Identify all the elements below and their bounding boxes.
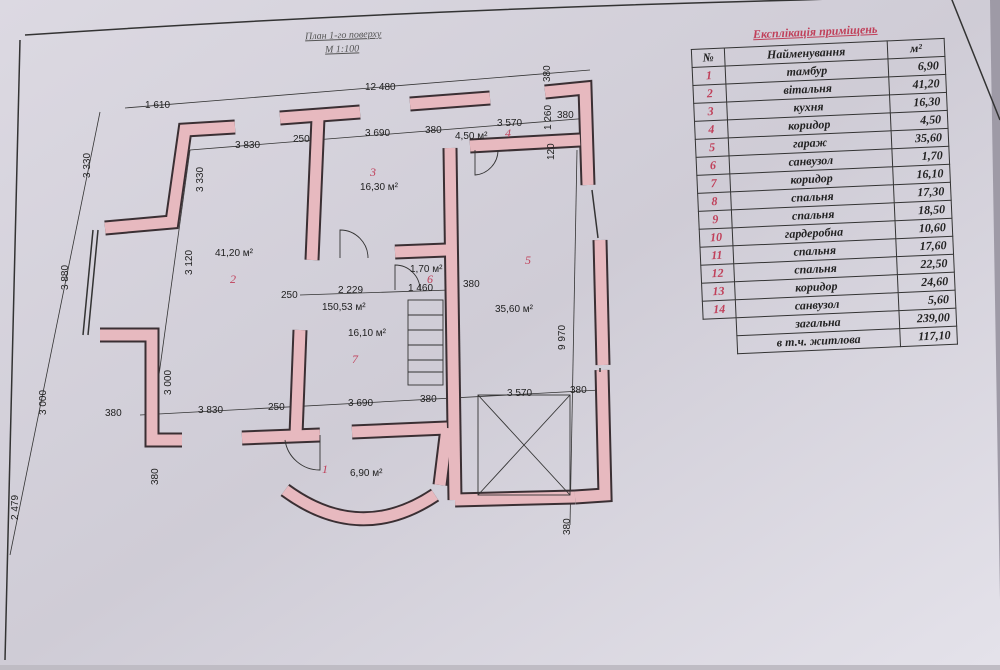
dim-label: 250: [293, 134, 310, 145]
row-number: 10: [699, 227, 733, 248]
dim-label: 3 330: [82, 152, 93, 178]
dim-label: 3 830: [198, 405, 224, 416]
header-num: №: [691, 48, 726, 68]
dim-label: 250: [281, 290, 298, 301]
room-7-area: 16,10 м²: [348, 328, 387, 339]
room-6-number: 6: [427, 272, 433, 286]
dim-label: 380: [105, 408, 122, 419]
dim-label: 9 970: [557, 324, 568, 350]
dim-label: 12 480: [365, 82, 396, 93]
room-1-number: 1: [322, 462, 328, 476]
dim-label: 3 880: [60, 264, 71, 290]
total-area-label: 150,53 м²: [322, 302, 366, 313]
room-6-area: 1,70 м²: [410, 264, 443, 275]
dim-label: 380: [425, 125, 442, 136]
doors-and-fixtures: [284, 149, 571, 496]
room-4-number: 4: [505, 126, 511, 140]
row-number: 11: [699, 245, 734, 266]
row-number: 1: [692, 66, 726, 86]
dim-label: 1 460: [408, 283, 434, 294]
dim-label: 3 690: [348, 398, 374, 409]
dim-label: 2 229: [338, 285, 364, 296]
walls: [82, 79, 613, 527]
dim-label: 3 330: [195, 166, 206, 192]
dim-label: 380: [562, 518, 573, 535]
dim-label: 380: [570, 385, 587, 396]
row-number: 3: [693, 101, 728, 122]
frame-border-left: [4, 39, 21, 661]
dim-label: 250: [268, 402, 285, 413]
room-1-area: 6,90 м²: [350, 468, 383, 479]
dim-label: 380: [150, 468, 161, 485]
dim-label: 3 120: [184, 249, 195, 275]
dim-label: 3 570: [497, 118, 523, 129]
dim-label: 380: [420, 394, 437, 405]
dim-label: 120: [546, 143, 557, 160]
dim-label: 380: [557, 110, 574, 121]
row-number: 2: [692, 83, 727, 104]
row-number: 4: [694, 119, 729, 140]
room-3-number: 3: [370, 165, 376, 179]
dim-label: 1 610: [145, 100, 171, 111]
plan-scale: М 1:100: [324, 43, 360, 56]
row-number: 7: [696, 173, 731, 194]
dim-label: 3 830: [235, 140, 261, 151]
room-2-area: 41,20 м²: [215, 248, 254, 259]
row-number: 8: [697, 191, 732, 212]
dim-label: 380: [542, 65, 553, 82]
dimension-lines: [9, 69, 601, 556]
row-number: 9: [698, 209, 733, 230]
dim-label: 2 479: [10, 494, 21, 520]
dim-label: 3 000: [38, 389, 49, 415]
room-5-area: 35,60 м²: [495, 304, 534, 315]
room-3-area: 16,30 м²: [360, 182, 399, 193]
room-4-area: 4,50 м²: [455, 131, 488, 142]
row-number: 6: [696, 155, 730, 176]
row-number: 5: [695, 137, 730, 158]
dim-label: 1 260: [543, 104, 554, 130]
room-7-number: 7: [352, 352, 358, 366]
dim-label: 3 570: [507, 388, 533, 399]
room-2-number: 2: [230, 272, 236, 286]
dim-label: 3 000: [163, 369, 174, 395]
room-5-number: 5: [525, 253, 531, 267]
frame-border: [24, 0, 1000, 121]
row-number: 12: [700, 263, 735, 284]
row-number: 13: [701, 281, 736, 302]
row-number: 14: [702, 299, 737, 320]
dim-label: 3 690: [365, 128, 391, 139]
dim-label: 380: [463, 279, 480, 290]
living-value: 117,10: [899, 326, 958, 347]
